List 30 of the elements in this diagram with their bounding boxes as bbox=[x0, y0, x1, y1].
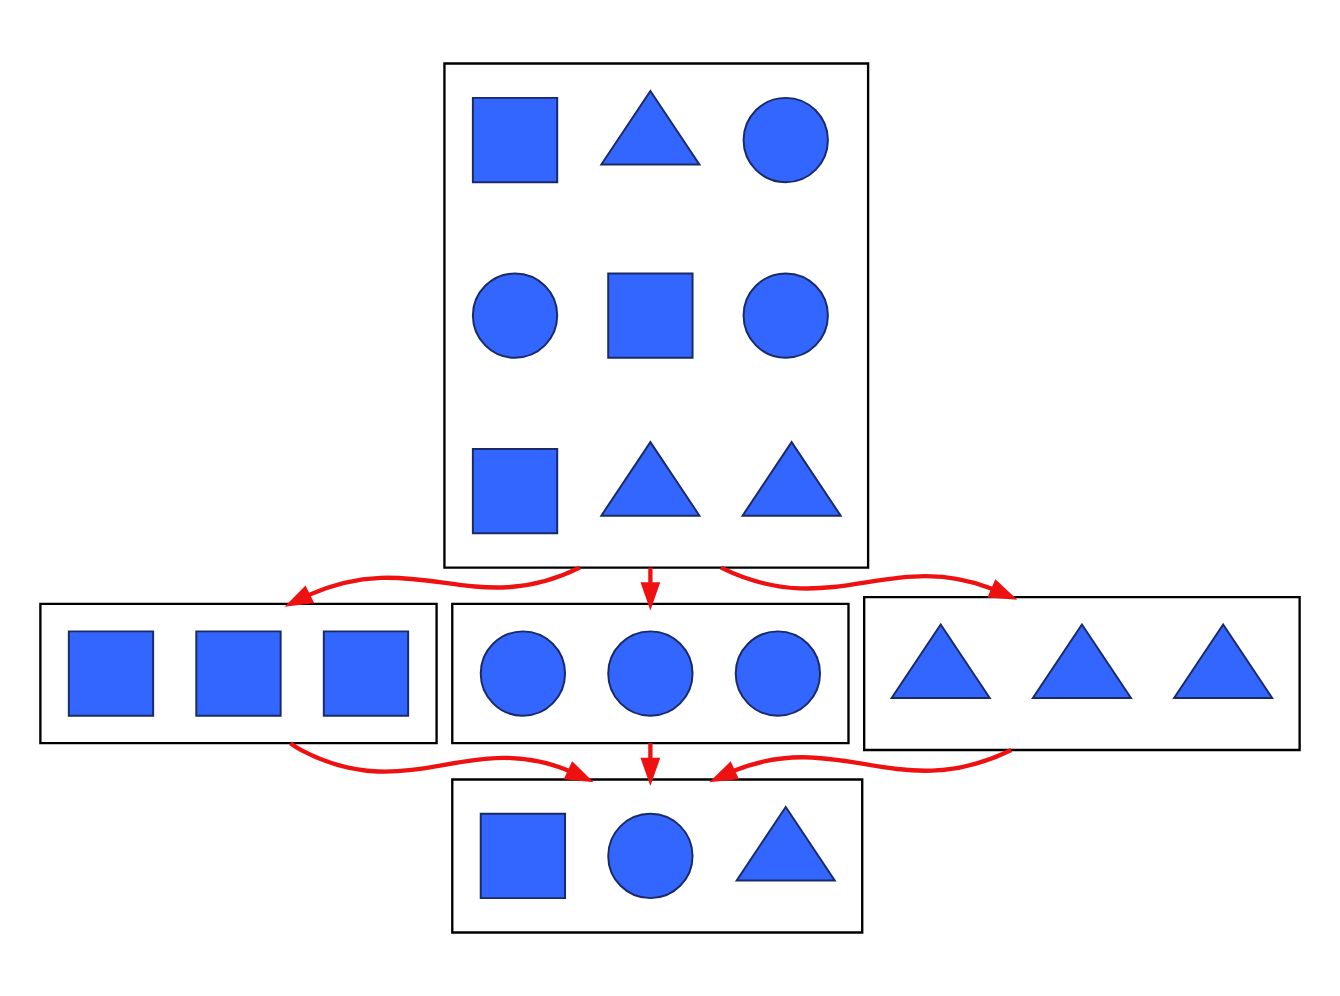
node-triangle bbox=[889, 622, 992, 700]
arrow bbox=[640, 743, 661, 786]
node-triangle bbox=[599, 440, 702, 517]
node-triangle bbox=[740, 440, 843, 517]
node-circle bbox=[742, 272, 829, 359]
cluster bbox=[451, 602, 850, 745]
node-triangle bbox=[734, 805, 837, 882]
cluster bbox=[39, 602, 438, 745]
node-square bbox=[471, 447, 559, 535]
cluster bbox=[451, 778, 864, 934]
node-square bbox=[607, 272, 694, 359]
node-square bbox=[471, 96, 559, 184]
node-circle bbox=[607, 630, 694, 717]
node-circle bbox=[607, 812, 694, 900]
node-square bbox=[322, 630, 410, 717]
node-triangle bbox=[599, 89, 702, 166]
node-circle bbox=[471, 272, 559, 359]
node-circle bbox=[734, 630, 822, 717]
arrow bbox=[709, 748, 1013, 783]
arrow bbox=[640, 567, 661, 611]
node-triangle bbox=[1172, 622, 1274, 700]
node-square bbox=[195, 630, 282, 717]
node-circle bbox=[742, 96, 829, 184]
arrow bbox=[289, 741, 594, 783]
cluster bbox=[443, 62, 870, 569]
node-square bbox=[67, 630, 155, 717]
node-circle bbox=[479, 630, 567, 717]
node-square bbox=[479, 812, 567, 900]
node-triangle bbox=[1031, 622, 1133, 700]
cluster bbox=[863, 595, 1301, 752]
